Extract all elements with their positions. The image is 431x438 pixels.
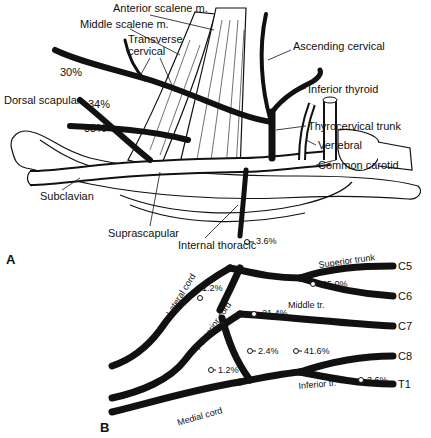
muscle-label: Anterior scalene m.	[113, 2, 208, 14]
artery-label: Dorsal scapular	[4, 94, 80, 106]
percent-label: 34%	[88, 98, 110, 110]
panel-letter: A	[6, 254, 15, 266]
artery-label: Vertebral	[318, 139, 362, 151]
root-label: T1	[398, 378, 411, 390]
percent-label: 25.0%	[322, 279, 348, 289]
artery-label: Internal thoracic	[178, 239, 256, 251]
artery-label: Subclavian	[40, 190, 94, 202]
artery-label: Inferior thyroid	[308, 83, 378, 95]
artery-label: Transverse cervical	[128, 33, 190, 57]
percent-label: 1.2%	[202, 283, 223, 293]
root-label: C6	[398, 290, 412, 302]
panel-letter: B	[100, 422, 109, 434]
artery-label: Thyrocervical trunk	[308, 120, 401, 132]
artery-label: Common carotid	[318, 159, 399, 171]
percent-label: 3.6%	[367, 375, 388, 385]
trunk-label: Middle tr.	[288, 300, 325, 310]
percent-label: 30%	[60, 66, 82, 78]
trunk-label: Inferior tr.	[298, 378, 337, 391]
root-label: C8	[398, 350, 412, 362]
percent-label: 41.6%	[304, 346, 330, 356]
percent-label: 1.2%	[218, 365, 239, 375]
muscle-label: Middle scalene m.	[80, 18, 169, 30]
percent-label: 3.6%	[256, 236, 277, 246]
root-label: C5	[398, 260, 412, 272]
root-label: C7	[398, 320, 412, 332]
percent-label: 33%	[84, 122, 106, 134]
percent-label: 2.4%	[258, 346, 279, 356]
artery-label: Ascending cervical	[293, 40, 385, 52]
artery-label: Suprascapular	[108, 227, 179, 239]
percent-label: 21.4%	[262, 308, 288, 318]
cord-label: Medial cord	[176, 405, 223, 427]
